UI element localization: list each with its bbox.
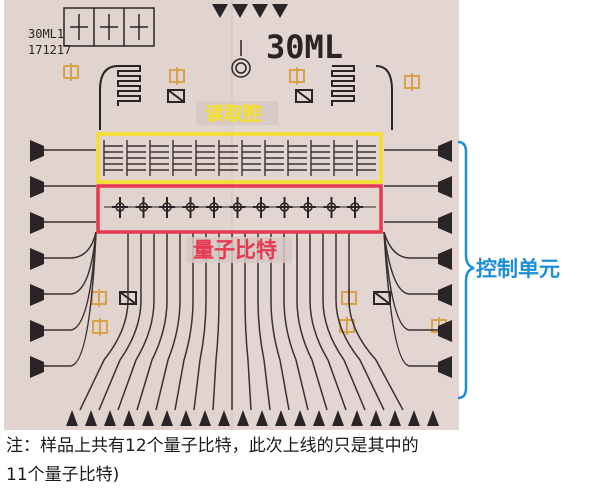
top-bond-pads: [212, 4, 288, 18]
bottom-bond-pad: [180, 410, 192, 426]
bottom-bond-pad: [313, 410, 325, 426]
side-line-right: [383, 231, 440, 295]
right-bond-pad: [438, 356, 452, 378]
control-line: [155, 232, 181, 411]
side-line-right: [383, 231, 440, 259]
left-bond-pad: [30, 212, 44, 234]
meander-lead-left: [99, 65, 119, 130]
bottom-bond-pad: [142, 410, 154, 426]
control-line: [335, 232, 385, 411]
meander-lead-right: [375, 65, 393, 130]
left-bond-pad: [30, 356, 44, 378]
black-marker-line: [167, 89, 185, 103]
control-line: [79, 232, 129, 411]
right-bond-pad: [438, 212, 452, 234]
bottom-bond-pad: [66, 410, 78, 426]
qubit-row: [104, 197, 376, 218]
control-line: [136, 232, 168, 411]
meander-right: [331, 65, 355, 106]
bottom-bond-pad: [370, 410, 382, 426]
side-line-left: [38, 231, 97, 259]
right-bond-pad: [438, 248, 452, 270]
control-line: [98, 232, 142, 411]
test-structures: [63, 7, 155, 47]
bottom-bond-pad: [123, 410, 135, 426]
chip-name-label: 30ML: [266, 28, 343, 66]
control-line: [270, 232, 290, 411]
chip-id-line2: 171217: [28, 43, 71, 57]
bottom-bond-pad: [161, 410, 173, 426]
top-bond-pad: [272, 4, 288, 18]
black-marker-line: [373, 291, 391, 305]
flux-meanders: [99, 65, 393, 130]
left-bond-pad: [30, 248, 44, 270]
qubit-label-bg: [186, 237, 292, 263]
side-bond-pads: [30, 140, 452, 378]
control-line: [117, 232, 155, 411]
side-line-left: [38, 231, 97, 367]
right-bond-pad: [438, 320, 452, 342]
black-marker-line: [295, 89, 313, 103]
bottom-bond-pad: [427, 410, 439, 426]
qubit-highlight-box: [96, 184, 383, 234]
bottom-bond-pads: [66, 410, 439, 426]
bottom-bond-pad: [85, 410, 97, 426]
control-unit-bracket: [457, 140, 475, 400]
bottom-bond-pad: [332, 410, 344, 426]
readout-resonators: [103, 140, 376, 176]
bottom-bond-pad: [294, 410, 306, 426]
bottom-bond-pad: [256, 410, 268, 426]
readout-cavity-label: 读取腔: [205, 102, 262, 125]
figure-caption: 注：样品上共有12个量子比特，此次上线的只是其中的 11个量子比特): [6, 432, 596, 490]
bottom-bond-pad: [104, 410, 116, 426]
top-bond-pad: [212, 4, 228, 18]
control-line: [257, 232, 271, 411]
bottom-bond-pad: [408, 410, 420, 426]
black-marker: [167, 89, 185, 103]
control-line: [322, 232, 366, 411]
bottom-bond-pad: [351, 410, 363, 426]
control-line: [309, 232, 347, 411]
control-line: [193, 232, 207, 411]
control-unit-label: 控制单元: [476, 257, 560, 281]
control-line: [212, 232, 220, 411]
university-logo-icon: [231, 40, 251, 78]
control-line: [348, 232, 404, 411]
left-bond-pad: [30, 284, 44, 306]
chip-micrograph: 30ML1 171217 30ML 读取腔 量子比特: [4, 0, 560, 430]
left-bond-pad: [30, 320, 44, 342]
right-bond-pad: [438, 176, 452, 198]
caption-line-1: 注：样品上共有12个量子比特，此次上线的只是其中的: [6, 436, 419, 456]
right-bond-pad: [438, 140, 452, 162]
control-line: [244, 232, 252, 411]
control-wiring: [38, 149, 440, 411]
readout-label-bg: [196, 101, 278, 125]
bottom-bond-pad: [218, 410, 230, 426]
bottom-bond-pad: [237, 410, 249, 426]
control-line: [296, 232, 328, 411]
left-bond-pad: [30, 140, 44, 162]
top-bond-pad: [232, 4, 248, 18]
black-marker: [295, 89, 313, 103]
chip-id-line1: 30ML1: [28, 27, 64, 41]
qubit-label: 量子比特: [193, 238, 277, 262]
right-bond-pad: [438, 284, 452, 306]
caption-line-2: 11个量子比特): [6, 465, 120, 485]
side-line-right: [383, 231, 440, 367]
control-line: [283, 232, 309, 411]
meander-left: [117, 65, 141, 106]
top-bond-pad: [252, 4, 268, 18]
bottom-bond-pad: [275, 410, 287, 426]
readout-highlight-box: [96, 132, 383, 184]
control-line: [174, 232, 194, 411]
bottom-bond-pad: [389, 410, 401, 426]
left-bond-pad: [30, 176, 44, 198]
bottom-bond-pad: [199, 410, 211, 426]
